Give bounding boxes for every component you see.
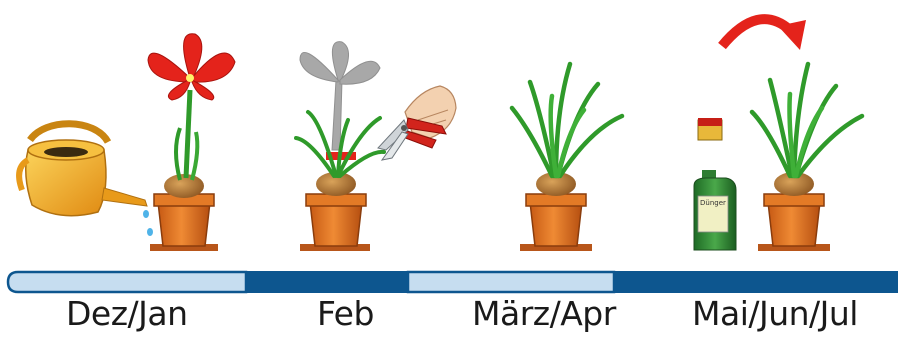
curved-arrow-icon	[722, 19, 806, 50]
watering-can-icon	[19, 124, 147, 216]
amaryllis-flower-icon	[148, 34, 235, 100]
timeline-segment-dez-jan	[8, 272, 246, 292]
month-label-feb: Feb	[317, 292, 374, 336]
water-drops-icon	[143, 210, 153, 236]
fertilizer-bottle-icon: Dünger	[694, 170, 736, 250]
month-label-mai-jun-jul: Mai/Jun/Jul	[692, 292, 858, 336]
month-label-dez-jan: Dez/Jan	[66, 292, 188, 336]
leaves-icon	[512, 64, 622, 176]
timeline-segment-mai-jul	[614, 271, 898, 293]
fertilizer-cap-icon	[698, 118, 722, 140]
timeline-bar	[8, 271, 898, 293]
flower-pot	[158, 202, 210, 246]
stage-maerz-apr	[512, 64, 622, 251]
timeline-segment-feb	[246, 271, 408, 293]
stage-mai-jun-jul: Dünger	[694, 19, 862, 251]
pruning-shears-icon	[378, 86, 456, 160]
stage-dez-jan	[19, 34, 235, 251]
fertilizer-label: Dünger	[700, 199, 726, 207]
timeline-segment-maerz-apr	[408, 272, 614, 292]
month-label-maerz-apr: März/Apr	[472, 292, 616, 336]
faded-flower-icon	[300, 42, 380, 150]
stage-feb	[296, 42, 456, 251]
